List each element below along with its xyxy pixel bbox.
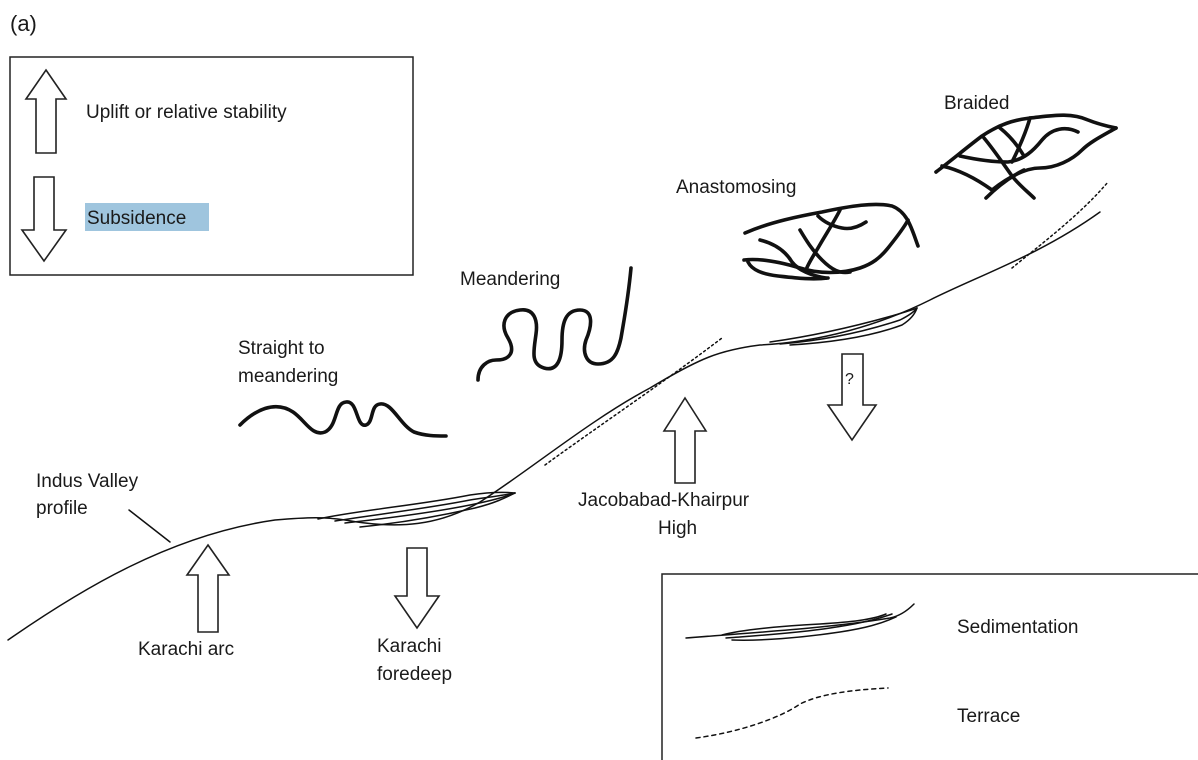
profile-leader-line (129, 510, 170, 542)
jacobabad-khairpur-group: Jacobabad-Khairpur High (578, 398, 750, 539)
sedimentation-symbol-icon (686, 604, 914, 640)
karachi-foredeep-label-line1: Karachi (377, 636, 441, 657)
question-mark: ? (845, 371, 854, 388)
braided-channel-icon (936, 115, 1116, 198)
valley-profile (8, 182, 1108, 640)
straight-to-meandering-label-line1: Straight to (238, 338, 325, 359)
upper-sedimentation (770, 308, 917, 345)
meandering-label: Meandering (460, 269, 560, 290)
foredeep-sedimentation (318, 492, 515, 527)
straight-to-meandering-pattern: Straight to meandering (238, 338, 446, 436)
arrow-legend: Uplift or relative stability Subsidence (10, 57, 413, 275)
karachi-arc-group: Karachi arc (138, 545, 234, 660)
karachi-arc-uplift-arrow-icon (187, 545, 229, 632)
anastomosing-channel-icon (744, 204, 918, 278)
meandering-pattern: Meandering (460, 268, 631, 380)
profile-label-line1: Indus Valley (36, 471, 139, 492)
braided-pattern: Braided (936, 93, 1116, 198)
uplift-legend-label: Uplift or relative stability (86, 102, 287, 123)
jacobabad-label-line2: High (658, 518, 697, 539)
terrace-symbol-icon (696, 688, 888, 738)
arrow-legend-frame (10, 57, 413, 275)
straight-to-meandering-label-line2: meandering (238, 366, 338, 387)
anastomosing-pattern: Anastomosing (676, 177, 918, 279)
karachi-foredeep-subsidence-arrow-icon (395, 548, 439, 628)
anastomosing-label: Anastomosing (676, 177, 796, 198)
line-legend-frame (662, 574, 1198, 760)
panel-label: (a) (10, 11, 37, 36)
jacobabad-uplift-arrow-icon (664, 398, 706, 483)
straight-to-meandering-channel-icon (240, 402, 446, 436)
uplift-arrow-icon (26, 70, 66, 153)
jacobabad-label-line1: Jacobabad-Khairpur (578, 490, 750, 511)
karachi-arc-label: Karachi arc (138, 639, 234, 660)
terrace-legend-label: Terrace (957, 706, 1020, 727)
upper-subsidence-group: ? (828, 354, 876, 440)
line-legend: Sedimentation Terrace (662, 574, 1198, 760)
subsidence-arrow-icon (22, 177, 66, 261)
karachi-foredeep-label-line2: foredeep (377, 664, 452, 685)
subsidence-legend-label: Subsidence (87, 208, 186, 229)
sedimentation-legend-label: Sedimentation (957, 617, 1078, 638)
karachi-foredeep-group: Karachi foredeep (377, 548, 452, 685)
braided-label: Braided (944, 93, 1010, 114)
upper-subsidence-arrow-icon (828, 354, 876, 440)
profile-label-line2: profile (36, 498, 88, 519)
